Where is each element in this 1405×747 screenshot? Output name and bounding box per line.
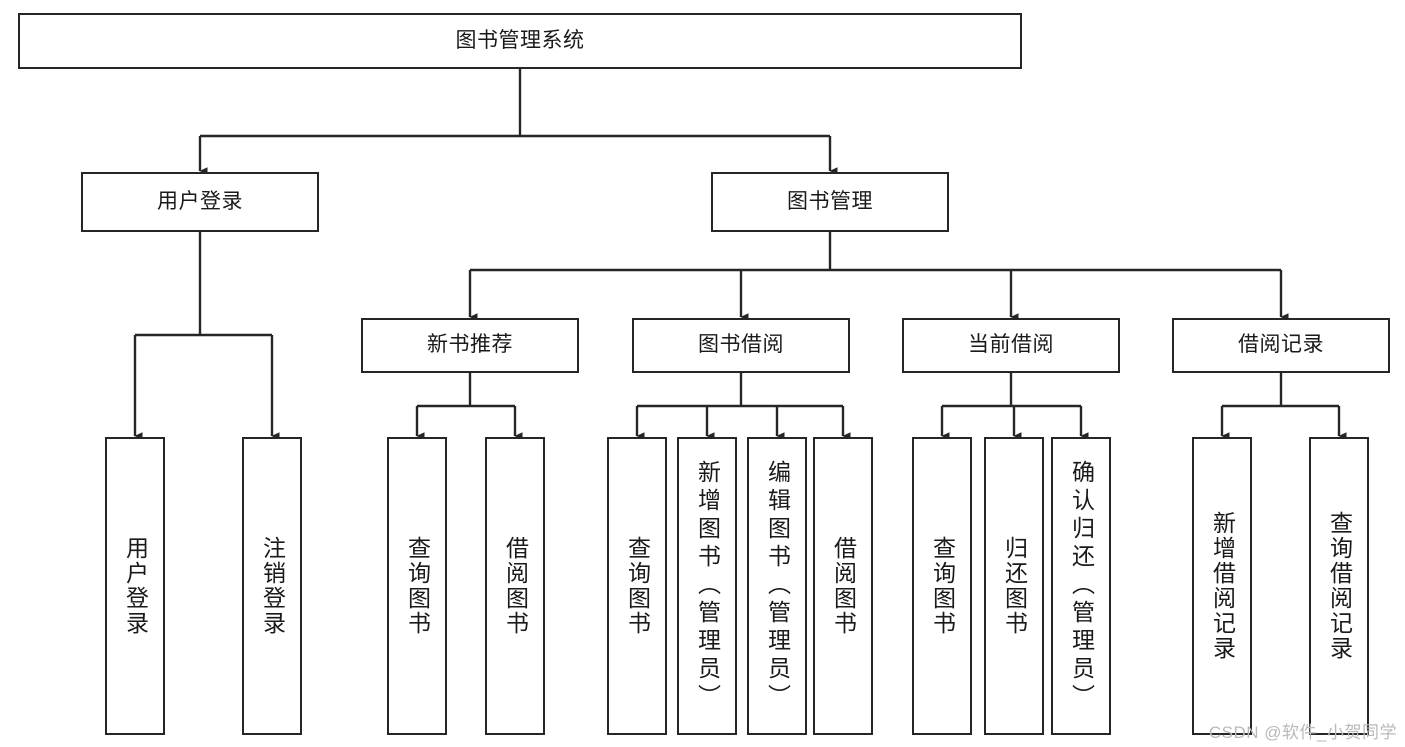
node-label-leaf-logout: 注销登录 xyxy=(259,536,286,636)
node-label-leaf-add-book-admin: 新增图书（管理员） xyxy=(694,460,721,712)
node-label-leaf-borrow-book-recommend: 借阅图书 xyxy=(502,536,529,636)
node-label-leaf-user-login: 用户登录 xyxy=(122,536,149,636)
node-book-borrow[interactable]: 图书借阅 xyxy=(632,318,850,373)
node-label-leaf-add-borrow-record: 新增借阅记录 xyxy=(1209,511,1236,661)
node-leaf-query-book-borrow[interactable]: 查询图书 xyxy=(607,437,667,735)
node-leaf-borrow-book[interactable]: 借阅图书 xyxy=(813,437,873,735)
node-leaf-user-login[interactable]: 用户登录 xyxy=(105,437,165,735)
node-label-book-manage: 图书管理 xyxy=(787,189,873,213)
node-label-leaf-edit-book-admin: 编辑图书（管理员） xyxy=(764,460,791,712)
node-label-leaf-confirm-return-admin: 确认归还（管理员） xyxy=(1068,460,1095,712)
node-root[interactable]: 图书管理系统 xyxy=(18,13,1022,69)
node-label-leaf-query-book-current: 查询图书 xyxy=(929,536,956,636)
node-label-leaf-borrow-book: 借阅图书 xyxy=(830,536,857,636)
node-label-leaf-query-book-recommend: 查询图书 xyxy=(404,536,431,636)
node-leaf-confirm-return-admin[interactable]: 确认归还（管理员） xyxy=(1051,437,1111,735)
node-label-current-borrow: 当前借阅 xyxy=(968,333,1054,357)
node-leaf-query-borrow-record[interactable]: 查询借阅记录 xyxy=(1309,437,1369,735)
node-book-manage[interactable]: 图书管理 xyxy=(711,172,949,232)
node-user-login[interactable]: 用户登录 xyxy=(81,172,319,232)
node-leaf-borrow-book-recommend[interactable]: 借阅图书 xyxy=(485,437,545,735)
node-leaf-logout[interactable]: 注销登录 xyxy=(242,437,302,735)
node-label-new-book-recommend: 新书推荐 xyxy=(427,333,513,357)
node-leaf-return-book[interactable]: 归还图书 xyxy=(984,437,1044,735)
node-label-leaf-return-book: 归还图书 xyxy=(1001,536,1028,636)
node-label-root: 图书管理系统 xyxy=(455,28,585,52)
node-new-book-recommend[interactable]: 新书推荐 xyxy=(361,318,579,373)
node-label-borrow-record: 借阅记录 xyxy=(1238,333,1324,357)
node-leaf-query-book-recommend[interactable]: 查询图书 xyxy=(387,437,447,735)
node-current-borrow[interactable]: 当前借阅 xyxy=(902,318,1120,373)
node-label-leaf-query-book-borrow: 查询图书 xyxy=(624,536,651,636)
node-label-book-borrow: 图书借阅 xyxy=(698,333,784,357)
connector-lines xyxy=(133,69,1347,440)
node-label-user-login: 用户登录 xyxy=(157,189,243,213)
node-leaf-query-book-current[interactable]: 查询图书 xyxy=(912,437,972,735)
node-leaf-add-book-admin[interactable]: 新增图书（管理员） xyxy=(677,437,737,735)
node-label-leaf-query-borrow-record: 查询借阅记录 xyxy=(1326,511,1353,661)
node-borrow-record[interactable]: 借阅记录 xyxy=(1172,318,1390,373)
node-leaf-edit-book-admin[interactable]: 编辑图书（管理员） xyxy=(747,437,807,735)
node-leaf-add-borrow-record[interactable]: 新增借阅记录 xyxy=(1192,437,1252,735)
